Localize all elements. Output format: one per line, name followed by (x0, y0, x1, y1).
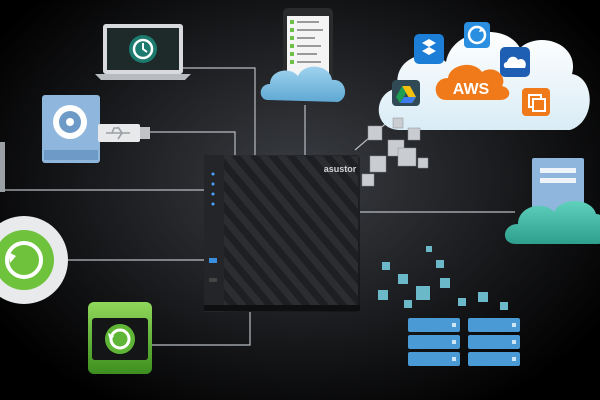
sync-client-icon (0, 216, 68, 304)
laptop-time-machine-icon (95, 24, 191, 80)
aws-badge: AWS (435, 64, 510, 100)
device-logo: asustor (324, 164, 357, 174)
external-backup-drive-icon (88, 302, 152, 374)
dropbox-icon (414, 34, 444, 64)
smartphone-icon (283, 8, 333, 86)
usb-stick-icon (98, 124, 150, 142)
private-cloud-icon (260, 66, 346, 102)
onedrive-icon (500, 47, 530, 77)
google-drive-icon (392, 80, 420, 106)
line-laptop (145, 67, 256, 155)
database-storage-icon (408, 318, 520, 366)
nas-device: asustor (204, 155, 360, 312)
aws-label: AWS (453, 81, 490, 98)
connection-lines (0, 67, 515, 346)
line-external-drive (150, 310, 251, 346)
remote-server-icon (505, 158, 600, 244)
multi-window-icon (522, 88, 550, 116)
data-blocks (378, 246, 508, 310)
optical-drive-icon (42, 95, 100, 163)
backup-sync-icon (464, 22, 490, 48)
public-cloud-services: AWS (378, 22, 590, 131)
line-usb (150, 131, 236, 155)
data-cubes (361, 117, 429, 187)
left-device-edge (0, 142, 5, 192)
